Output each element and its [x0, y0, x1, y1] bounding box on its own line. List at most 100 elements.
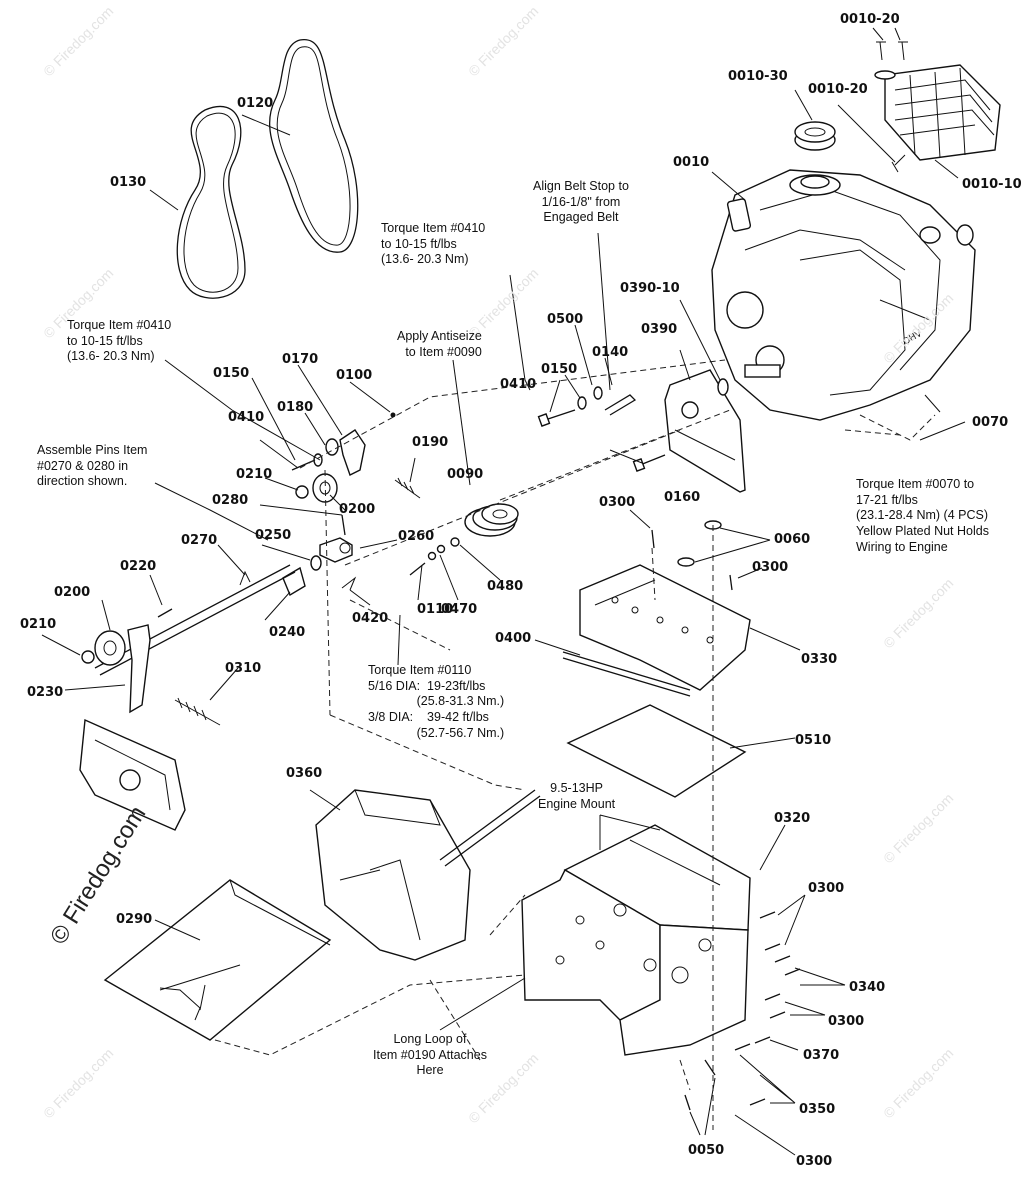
- pulley-0200-left: [94, 630, 126, 666]
- screw-0010-20-c: [891, 154, 906, 173]
- nut-0210-top: [295, 485, 309, 499]
- bolt-0300-mid: [729, 574, 733, 591]
- washer-0250: [310, 555, 322, 571]
- label-0240: 0240: [269, 625, 306, 640]
- label-0480: 0480: [487, 579, 524, 594]
- label-0010: 0010: [673, 155, 710, 170]
- bolt-0110: [409, 562, 426, 576]
- housing-0360: [315, 789, 471, 961]
- label-0110: 0110: [417, 602, 454, 617]
- label-0010-10: 0010-10: [962, 177, 1022, 192]
- oil-cap-0010-30: [794, 121, 836, 151]
- note-torque-0110: Torque Item #0110 5/16 DIA: 19-23ft/lbs …: [368, 663, 505, 740]
- label-0210: 0210: [20, 617, 57, 632]
- bolt-0300-top: [651, 529, 655, 549]
- belt-stop-0140: [604, 394, 637, 416]
- clip-0420: [341, 576, 357, 591]
- label-0090: 0090: [447, 467, 484, 482]
- label-0010-20: 0010-20: [840, 12, 900, 27]
- label-0150: 0150: [541, 362, 578, 377]
- screw-0350-a: [734, 1043, 751, 1051]
- washer-0480: [450, 537, 460, 547]
- screw-0300-r2: [764, 943, 781, 951]
- label-0370: 0370: [803, 1048, 840, 1063]
- label-0140: 0140: [592, 345, 629, 360]
- nut-0210-left: [81, 650, 95, 664]
- label-0280: 0280: [212, 493, 249, 508]
- label-0270: 0270: [181, 533, 218, 548]
- note-engine-mount: 9.5-13HP Engine Mount: [538, 781, 616, 811]
- belt-0120: [268, 39, 359, 253]
- washer-0150-left: [313, 453, 323, 467]
- note-torque-0070: Torque Item #0070 to 17-21 ft/lbs (23.1-…: [856, 477, 989, 554]
- spring-0310: [174, 697, 221, 726]
- screw-0300-r1: [759, 911, 776, 919]
- label-0050: 0050: [688, 1143, 725, 1158]
- label-0010-20: 0010-20: [808, 82, 868, 97]
- label-0150: 0150: [213, 366, 250, 381]
- label-0410: 0410: [228, 410, 265, 425]
- note-torque-0410-left: Torque Item #0410 to 10-15 ft/lbs (13.6-…: [67, 318, 172, 364]
- screw-0340-r4: [784, 968, 801, 976]
- belt-0120-inner: [276, 46, 351, 246]
- washer-0470-b: [436, 544, 446, 554]
- label-0230: 0230: [27, 685, 64, 700]
- screw-0340-r3: [774, 955, 791, 963]
- label-0410: 0410: [500, 377, 537, 392]
- ball-0100: [390, 412, 396, 418]
- label-0470: 0470: [441, 602, 478, 617]
- label-0260: 0260: [398, 529, 435, 544]
- cable-guide: [439, 789, 536, 861]
- link-0260: [319, 537, 353, 563]
- label-0340: 0340: [849, 980, 886, 995]
- label-0390-10: 0390-10: [620, 281, 680, 296]
- bolt-0160: [639, 454, 666, 466]
- label-0300: 0300: [752, 560, 789, 575]
- engine-plate-0390: [664, 369, 746, 493]
- label-0300: 0300: [808, 881, 845, 896]
- label-0320: 0320: [774, 811, 811, 826]
- label-0330: 0330: [801, 652, 838, 667]
- bolt-0410-top: [544, 409, 576, 421]
- washer-0060-b: [677, 557, 695, 567]
- gasket-0510: [566, 704, 747, 798]
- engine-pulley-0090: [464, 503, 519, 537]
- gearbox-plate: [79, 718, 186, 831]
- note-align-belt-stop: Align Belt Stop to 1/16-1/8" from Engage…: [533, 179, 629, 225]
- screw-0370: [754, 1036, 771, 1044]
- base-plate-0290: [103, 879, 332, 1041]
- frame-0320: [521, 824, 751, 1056]
- screw-0300-r5: [764, 993, 781, 1001]
- screw-0350-b: [704, 1059, 716, 1076]
- washer-0470-a: [427, 551, 437, 561]
- label-0100: 0100: [336, 368, 373, 383]
- label-0400: 0400: [495, 631, 532, 646]
- label-0010-30: 0010-30: [728, 69, 788, 84]
- label-0170: 0170: [282, 352, 319, 367]
- label-0300: 0300: [796, 1154, 833, 1169]
- label-0180: 0180: [277, 400, 314, 415]
- label-0360: 0360: [286, 766, 323, 781]
- washer-0500: [593, 386, 603, 400]
- arm-0230: [127, 624, 151, 714]
- engine-0010: OHV: [711, 169, 976, 421]
- screw-0350-c: [749, 1098, 766, 1106]
- label-0510: 0510: [795, 733, 832, 748]
- label-0300: 0300: [828, 1014, 865, 1029]
- note-torque-0410-top: Torque Item #0410 to 10-15 ft/lbs (13.6-…: [381, 221, 486, 267]
- bushing-0240: [282, 566, 306, 597]
- label-0310: 0310: [225, 661, 262, 676]
- label-0200: 0200: [54, 585, 91, 600]
- label-0210: 0210: [236, 467, 273, 482]
- label-0390: 0390: [641, 322, 678, 337]
- belt-0130-inner: [183, 112, 239, 293]
- mount-plate-0330: [579, 564, 751, 691]
- washer-0150-top: [577, 396, 587, 410]
- label-0290: 0290: [116, 912, 153, 927]
- muffler-guard-0010-10: [884, 64, 1001, 161]
- label-0130: 0130: [110, 175, 147, 190]
- note-apply-antiseize: Apply Antiseize to Item #0090: [397, 329, 482, 359]
- note-long-loop: Long Loop of Item #0190 Attaches Here: [373, 1032, 487, 1078]
